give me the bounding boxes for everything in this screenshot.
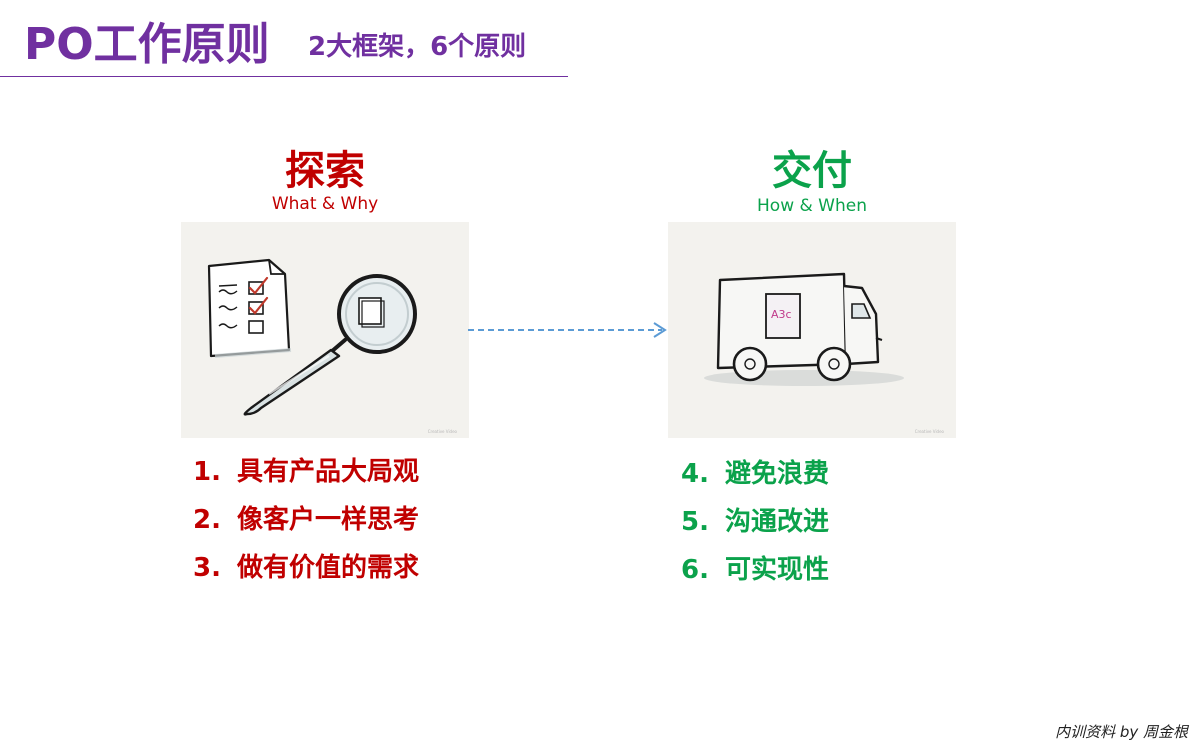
explore-heading: 探索 bbox=[285, 148, 365, 194]
principle-number: 4. bbox=[681, 459, 709, 489]
principle-item: 2. 像客户一样思考 bbox=[193, 496, 419, 544]
title-underline bbox=[0, 76, 568, 77]
deliver-heading: 交付 bbox=[772, 148, 852, 194]
deliver-picture: A3c Creative Video bbox=[668, 222, 956, 438]
deliver-subheading: How & When bbox=[757, 196, 867, 216]
principle-number: 2. bbox=[193, 505, 221, 535]
principle-number: 5. bbox=[681, 507, 709, 537]
footer-credit: 内训资料 by 周金根 bbox=[1055, 723, 1188, 741]
box-label: A3c bbox=[771, 308, 792, 321]
explore-subheading: What & Why bbox=[271, 194, 379, 214]
checklist-magnifier-icon bbox=[207, 258, 417, 416]
explore-picture: Creative Video bbox=[181, 222, 469, 438]
principle-text: 做有价值的需求 bbox=[237, 553, 420, 583]
principle-item: 5. 沟通改进 bbox=[681, 498, 829, 546]
principle-number: 6. bbox=[681, 555, 709, 585]
principle-item: 4. 避免浪费 bbox=[681, 450, 829, 498]
principle-text: 可实现性 bbox=[725, 555, 830, 585]
picture-credit: Creative Video bbox=[427, 429, 457, 434]
deliver-principles: 4. 避免浪费 5. 沟通改进 6. 可实现性 bbox=[681, 450, 829, 594]
principle-item: 1. 具有产品大局观 bbox=[193, 448, 419, 496]
picture-credit: Creative Video bbox=[914, 429, 944, 434]
principle-text: 避免浪费 bbox=[725, 459, 830, 489]
principle-number: 3. bbox=[193, 553, 221, 583]
principle-text: 沟通改进 bbox=[725, 507, 830, 537]
dashed-arrow-icon bbox=[468, 322, 667, 338]
principle-item: 3. 做有价值的需求 bbox=[193, 544, 419, 592]
page-subtitle: 2大框架，6个原则 bbox=[308, 32, 527, 62]
principle-number: 1. bbox=[193, 457, 221, 487]
principle-text: 具有产品大局观 bbox=[237, 457, 420, 487]
page-title: PO工作原则 bbox=[24, 19, 270, 70]
principle-item: 6. 可实现性 bbox=[681, 546, 829, 594]
delivery-truck-icon: A3c bbox=[704, 272, 904, 386]
principle-text: 像客户一样思考 bbox=[237, 505, 420, 535]
explore-principles: 1. 具有产品大局观 2. 像客户一样思考 3. 做有价值的需求 bbox=[193, 448, 419, 592]
